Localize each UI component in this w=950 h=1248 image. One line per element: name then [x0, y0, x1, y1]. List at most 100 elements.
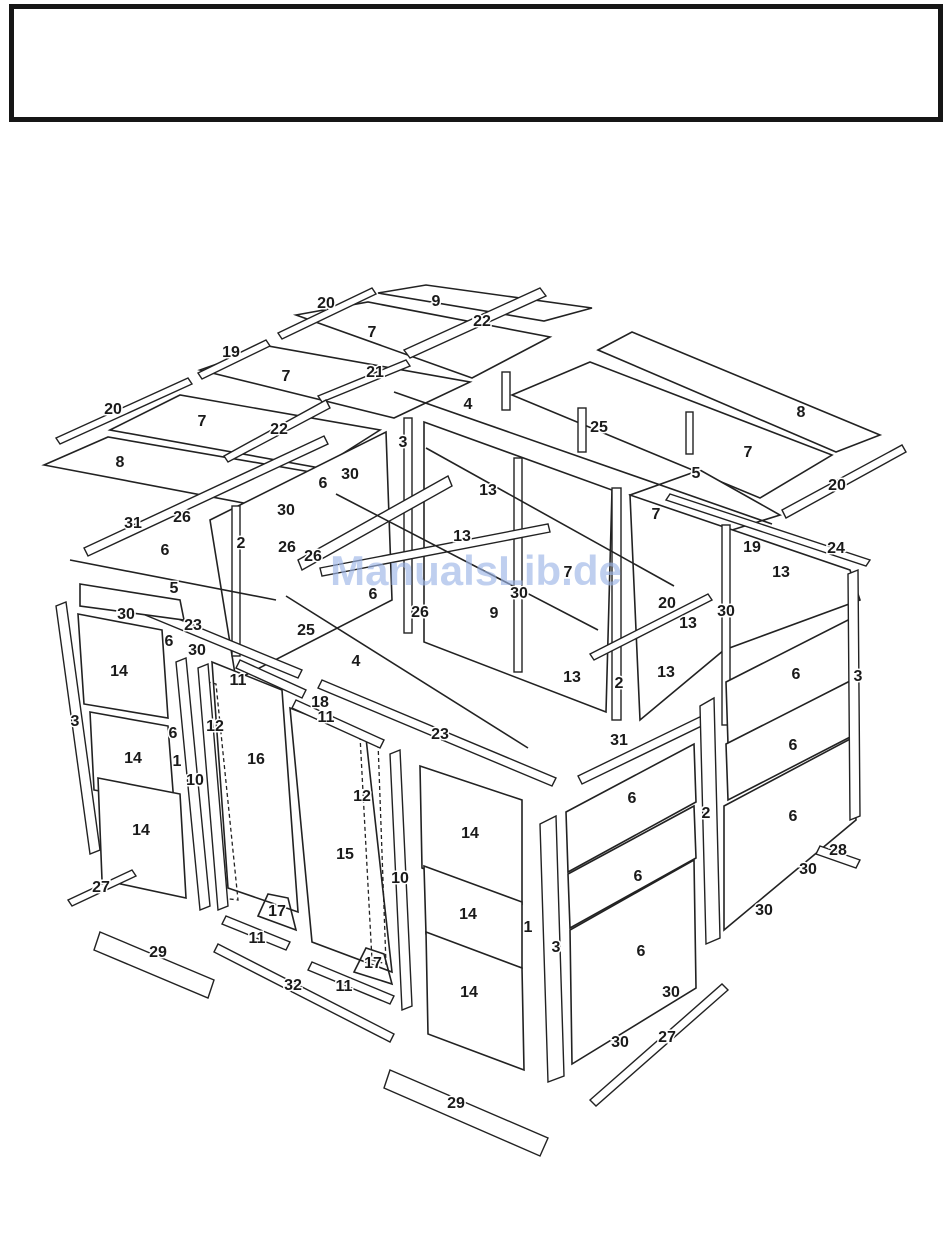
part-label: 30 — [611, 1034, 629, 1051]
part-label: 11 — [318, 709, 335, 726]
part-label: 13 — [679, 615, 697, 632]
part-label: 3 — [552, 939, 561, 956]
part-label: 10 — [186, 772, 204, 789]
post-back-4 — [232, 506, 240, 656]
part-label: 5 — [170, 580, 179, 597]
part-label: 10 — [391, 870, 409, 887]
part-label: 14 — [461, 825, 479, 842]
part-label: 6 — [628, 790, 637, 807]
part-label: 23 — [184, 617, 202, 634]
part-label: 15 — [336, 846, 354, 863]
part-label: 4 — [352, 653, 361, 670]
post-3-right — [848, 570, 860, 820]
part-label: 24 — [827, 540, 845, 557]
part-label: 13 — [453, 528, 471, 545]
part-label: 21 — [366, 364, 384, 381]
part-label: 6 — [369, 586, 378, 603]
part-label: 30 — [717, 603, 735, 620]
part-label: 26 — [173, 509, 191, 526]
part-label: 9 — [490, 605, 499, 622]
part-label: 32 — [284, 977, 302, 994]
part-label: 30 — [510, 585, 528, 602]
part-label: 2 — [702, 805, 711, 822]
part-label: 11 — [230, 672, 247, 689]
part-label: 26 — [411, 604, 429, 621]
part-label: 30 — [117, 606, 135, 623]
part-label: 20 — [828, 477, 846, 494]
strut-4 — [502, 372, 510, 410]
part-label: 4 — [464, 396, 473, 413]
part-label: 27 — [92, 879, 110, 896]
part-label: 29 — [447, 1095, 465, 1112]
part-label: 31 — [610, 732, 628, 749]
part-label: 25 — [590, 419, 608, 436]
part-label: 7 — [368, 324, 377, 341]
part-label: 14 — [132, 822, 150, 839]
part-label: 6 — [789, 808, 798, 825]
part-label: 14 — [124, 750, 142, 767]
part-label: 14 — [459, 906, 477, 923]
part-label: 7 — [744, 444, 753, 461]
part-label: 30 — [277, 502, 295, 519]
part-label: 20 — [317, 295, 335, 312]
part-label: 30 — [799, 861, 817, 878]
part-label: 20 — [658, 595, 676, 612]
part-label: 6 — [789, 737, 798, 754]
part-label: 7 — [198, 413, 207, 430]
part-label: 3 — [71, 713, 80, 730]
part-label: 6 — [792, 666, 801, 683]
part-label: 5 — [692, 465, 701, 482]
part-label: 29 — [149, 944, 167, 961]
part-label: 17 — [268, 903, 286, 920]
part-label: 17 — [364, 955, 382, 972]
part-label: 12 — [206, 718, 224, 735]
part-label: 22 — [270, 421, 288, 438]
part-label: 30 — [662, 984, 680, 1001]
part-label: 3 — [399, 434, 408, 451]
part-label: 6 — [319, 475, 328, 492]
part-label: 30 — [341, 466, 359, 483]
part-label: 3 — [854, 668, 863, 685]
part-label: 14 — [460, 984, 478, 1001]
rail-29-front — [384, 1070, 548, 1156]
part-label: 13 — [657, 664, 675, 681]
part-label: 13 — [563, 669, 581, 686]
part-label: 26 — [304, 548, 322, 565]
part-label: 14 — [110, 663, 128, 680]
part-label: 16 — [247, 751, 265, 768]
part-label: 2 — [615, 675, 624, 692]
part-label: 11 — [336, 978, 353, 995]
rail-29-left — [94, 932, 214, 998]
left-base — [94, 932, 214, 998]
part-label: 22 — [473, 313, 491, 330]
part-label: 6 — [165, 633, 174, 650]
door-panel-15 — [290, 708, 392, 972]
part-label: 7 — [282, 368, 291, 385]
part-label: 28 — [829, 842, 847, 859]
part-label: 6 — [169, 725, 178, 742]
part-label: 8 — [797, 404, 806, 421]
part-label: 13 — [479, 482, 497, 499]
part-label: 19 — [222, 344, 240, 361]
part-label: 19 — [743, 539, 761, 556]
part-label: 23 — [431, 726, 449, 743]
part-label: 6 — [634, 868, 643, 885]
strut-mid — [686, 412, 693, 454]
part-label: 1 — [524, 919, 533, 936]
part-label: 13 — [772, 564, 790, 581]
part-label: 30 — [188, 642, 206, 659]
part-label: 12 — [353, 788, 371, 805]
part-label: 11 — [249, 930, 266, 947]
part-label: 31 — [124, 515, 142, 532]
part-label: 26 — [278, 539, 296, 556]
part-label: 30 — [755, 902, 773, 919]
strut-25 — [578, 408, 586, 452]
part-label: 9 — [432, 293, 441, 310]
part-label: 1 — [173, 753, 182, 770]
part-label: 27 — [658, 1029, 676, 1046]
part-label: 7 — [652, 506, 661, 523]
part-label: 20 — [104, 401, 122, 418]
part-label: 6 — [637, 943, 646, 960]
part-label: 25 — [297, 622, 315, 639]
